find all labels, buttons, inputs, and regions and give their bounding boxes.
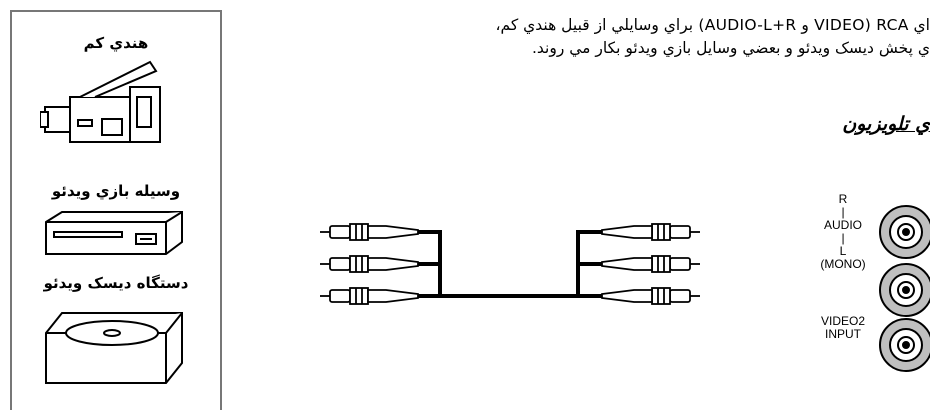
label-connector: | [841,231,845,245]
disc-player-label: دستگاه ديسک ويدئو [43,274,189,292]
video2-jack [879,318,930,372]
right-rca-plugs [601,223,700,305]
section-heading: ي تلويزيون [842,113,930,135]
left-rca-plugs [320,223,419,305]
intro-line-1: اي RCA (VIDEO و AUDIO-L+R) براي وسايلي ا… [495,16,930,34]
camcorder-label: هندي كم [83,34,149,52]
disc-player-icon [45,312,183,384]
audio-text: AUDIO [823,218,862,232]
rca-plug [320,287,419,305]
rca-plug [320,255,419,273]
rca-plug [601,223,700,241]
game-console-icon [45,211,183,255]
audio-r-jack [879,205,930,259]
game-console-label: وسيله بازي ويدئو [51,182,181,200]
intro-line-2: ي پخش ديسک ويدئو و بعضي وسايل بازي ويدئو… [531,39,930,57]
label-connector: | [841,205,845,219]
rca-cable-diagram [320,223,700,305]
device-panel: هندي كم وسيله بازي ويدئو دستگاه ديسک ويد… [10,10,222,410]
rca-plug [320,223,419,241]
rca-plug [601,287,700,305]
rca-plug [601,255,700,273]
audio-l-text: L [839,244,847,258]
audio-r-label: R | AUDIO | L (MONO) [818,193,868,271]
input-text: INPUT [825,327,861,341]
video2-text: VIDEO2 [820,314,865,328]
rca-jack-panel [879,205,930,372]
camcorder-icon [40,60,161,143]
audio-mono-text: (MONO) [820,257,866,271]
audio-r-text: R [838,192,848,206]
video2-input-label: VIDEO2 INPUT [818,315,868,341]
audio-l-jack [879,263,930,317]
